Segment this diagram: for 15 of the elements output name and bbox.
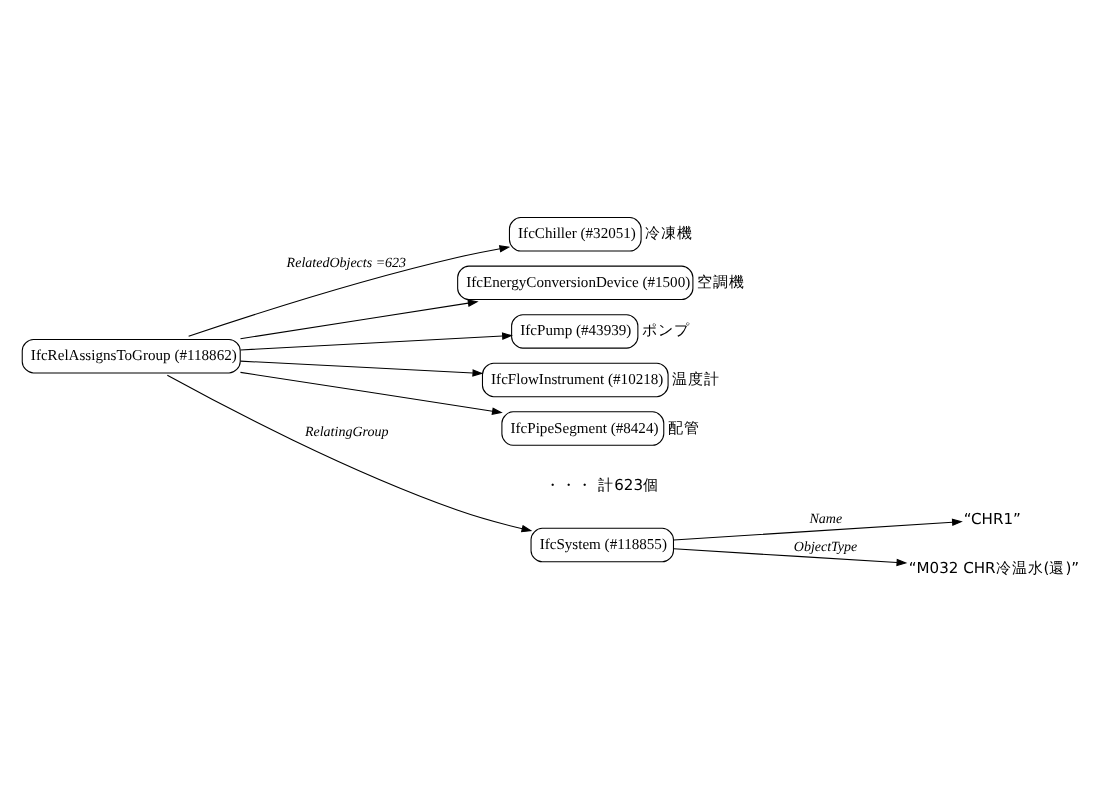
arrow (188, 244, 511, 336)
arrow (239, 331, 513, 350)
arrow (239, 370, 503, 414)
node-box: IfcEnergyConversionDevice (#1500) (457, 264, 694, 300)
arrow (239, 298, 479, 339)
arrow (673, 517, 963, 540)
node-box: IfcChiller (#32051) (508, 216, 642, 251)
node-box: IfcFlowInstrument (#10218) (481, 361, 669, 397)
node-box: IfcPump (#43939) (511, 313, 639, 348)
node-box: IfcRelAssignsToGroup (#118862) (21, 337, 241, 373)
arrow (673, 547, 908, 566)
arrow (239, 359, 484, 376)
arrow (166, 373, 533, 532)
node-box: IfcPipeSegment (#8424) (501, 410, 665, 445)
node-box: IfcSystem (#118855) (530, 526, 674, 562)
